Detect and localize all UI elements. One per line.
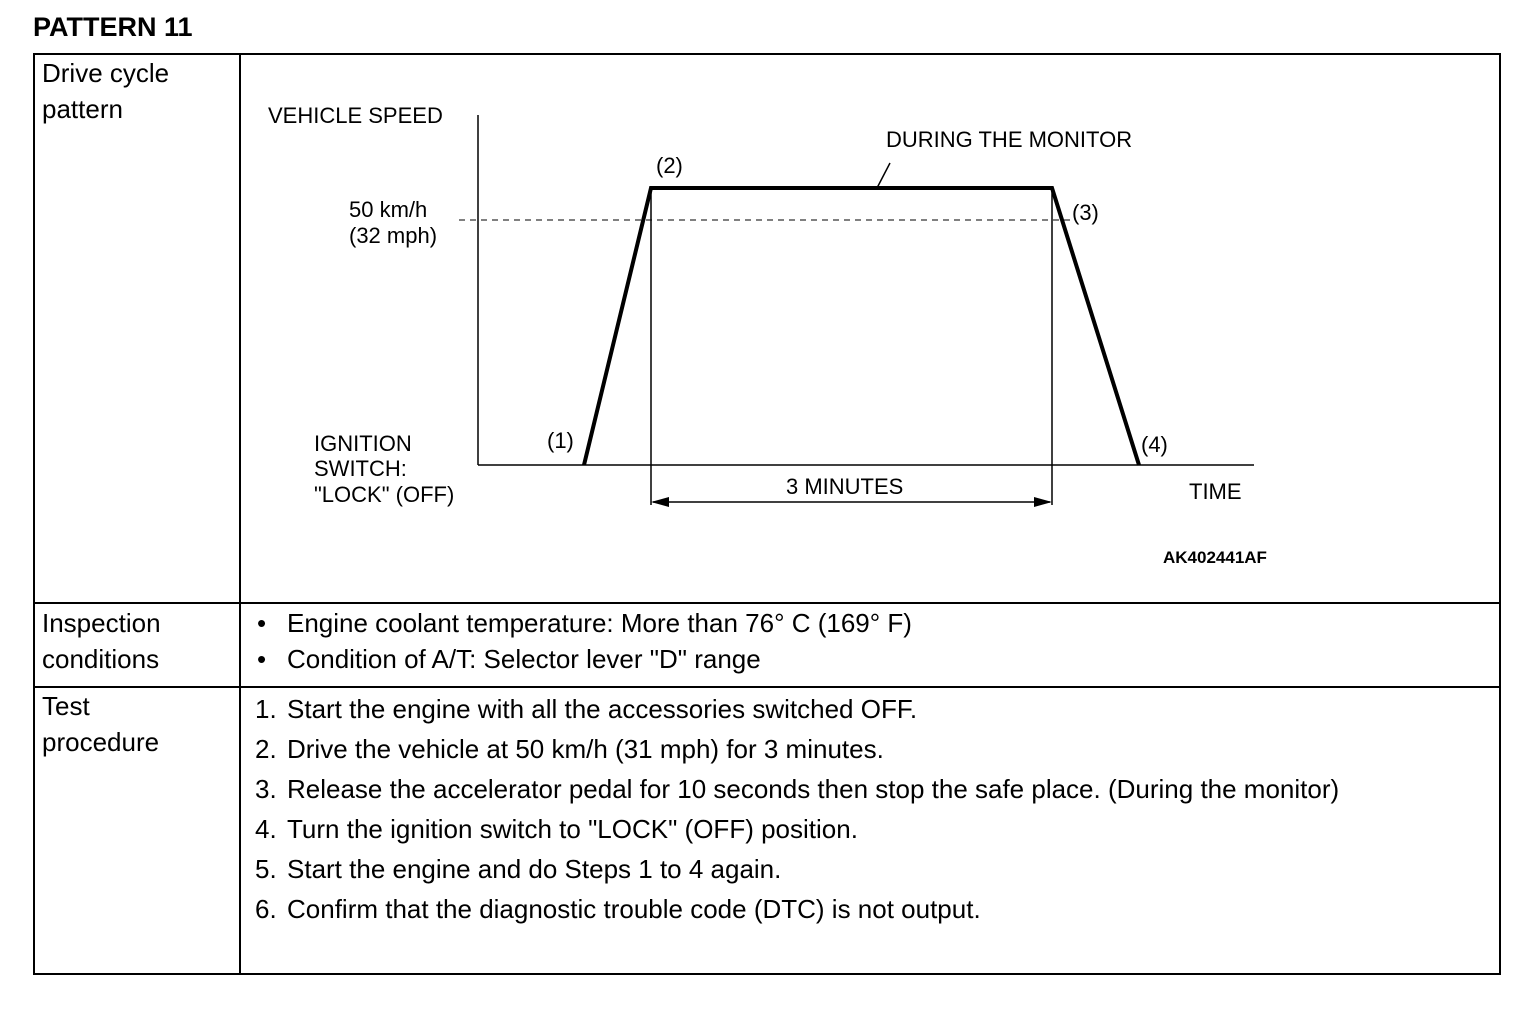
step-number: 2. (255, 734, 277, 764)
step-number: 3. (255, 774, 277, 804)
test-procedure-label-line1: Test (42, 691, 90, 721)
monitor-leader-line (876, 162, 891, 189)
ignition-label-line2: SWITCH: (314, 456, 407, 481)
list-item: 3. Release the accelerator pedal for 10 s… (255, 771, 1455, 807)
row-divider-2 (33, 686, 1501, 688)
step-text: Start the engine and do Steps 1 to 4 aga… (287, 854, 782, 884)
monitor-label: DURING THE MONITOR (886, 127, 1132, 152)
y-axis-label: VEHICLE SPEED (268, 103, 443, 128)
column-divider (239, 53, 241, 975)
list-item: 5. Start the engine and do Steps 1 to 4 a… (255, 851, 1455, 887)
inspection-label-line2: conditions (42, 644, 160, 674)
drive-cycle-label-line2: pattern (42, 94, 123, 124)
inspection-label: Inspection conditions (42, 605, 232, 677)
test-procedure-label: Test procedure (42, 688, 232, 760)
speed-profile-line (582, 186, 1141, 466)
row-divider-1 (33, 602, 1501, 604)
point-3-label: (3) (1072, 200, 1099, 225)
ignition-label-line1: IGNITION (314, 431, 412, 456)
procedure-table (33, 53, 1501, 975)
point-4-label: (4) (1141, 432, 1168, 457)
step-number: 1. (255, 694, 277, 724)
drive-cycle-label: Drive cycle pattern (42, 55, 232, 127)
inspection-label-line1: Inspection (42, 608, 161, 638)
list-item: Engine coolant temperature: More than 76… (255, 605, 912, 641)
step-number: 6. (255, 894, 277, 924)
ignition-label-line3: "LOCK" (OFF) (314, 482, 454, 507)
figure-code: AK402441AF (1163, 548, 1267, 567)
list-item: 4. Turn the ignition switch to "LOCK" (OF… (255, 811, 1455, 847)
list-item: Condition of A/T: Selector lever "D" ran… (255, 641, 912, 677)
speed-label-kmh: 50 km/h (349, 197, 427, 222)
point-1-label: (1) (547, 428, 574, 453)
step-text: Confirm that the diagnostic trouble code… (287, 894, 981, 924)
duration-arrow-left-head (651, 497, 669, 507)
list-item: 2. Drive the vehicle at 50 km/h (31 mph) … (255, 731, 1455, 767)
step-text: Start the engine with all the accessorie… (287, 694, 918, 724)
drive-cycle-label-line1: Drive cycle (42, 58, 170, 88)
pattern-title: PATTERN 11 (33, 12, 193, 42)
test-procedure-label-line2: procedure (42, 727, 160, 757)
x-axis-label: TIME (1189, 479, 1242, 504)
list-item: 1. Start the engine with all the accessor… (255, 691, 1455, 727)
list-item: 6. Confirm that the diagnostic trouble co… (255, 891, 1455, 927)
step-text: Turn the ignition switch to "LOCK" (OFF)… (287, 814, 858, 844)
duration-label: 3 MINUTES (786, 474, 903, 499)
step-number: 4. (255, 814, 277, 844)
duration-arrow-right-head (1034, 497, 1052, 507)
drive-cycle-diagram: VEHICLE SPEED 50 km/h (32 mph) DURING TH… (268, 103, 1267, 567)
test-procedure-list: 1. Start the engine with all the accessor… (255, 691, 1455, 931)
point-2-label: (2) (656, 153, 683, 178)
condition-selector-lever: Condition of A/T: Selector lever "D" ran… (287, 644, 761, 674)
condition-coolant-temp: Engine coolant temperature: More than 76… (287, 608, 912, 638)
step-text: Drive the vehicle at 50 km/h (31 mph) fo… (287, 734, 884, 764)
step-text: Release the accelerator pedal for 10 sec… (287, 774, 1340, 804)
step-number: 5. (255, 854, 277, 884)
inspection-conditions-list: Engine coolant temperature: More than 76… (255, 605, 912, 677)
speed-label-mph: (32 mph) (349, 223, 437, 248)
